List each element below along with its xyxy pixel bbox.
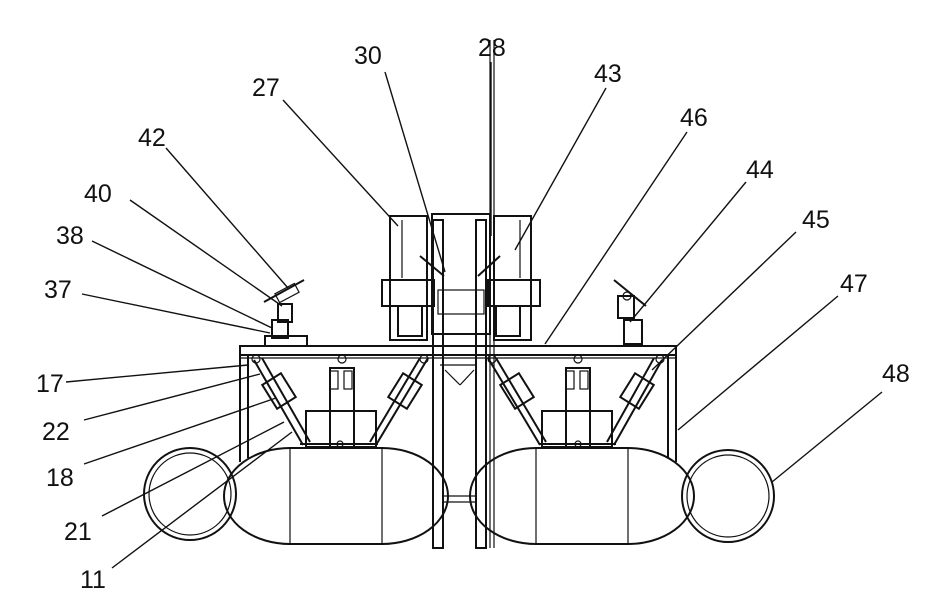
label-40: 40: [84, 180, 112, 208]
top-head-assembly: [382, 214, 540, 340]
leader-lines: [66, 62, 882, 568]
right-panel-mount: [614, 280, 646, 344]
label-46: 46: [680, 104, 708, 132]
top-frame: [240, 336, 676, 358]
right-tank: [470, 448, 694, 544]
central-mast: [433, 40, 494, 548]
label-45: 45: [802, 206, 830, 234]
left-tank: [224, 448, 448, 544]
label-48: 48: [882, 360, 910, 388]
left-panel-mount: [264, 280, 304, 338]
left-float-ring: [144, 448, 236, 540]
label-22: 22: [42, 418, 70, 446]
label-30: 30: [354, 42, 382, 70]
label-18: 18: [46, 464, 74, 492]
label-28: 28: [478, 34, 506, 62]
label-43: 43: [594, 60, 622, 88]
label-21: 21: [64, 518, 92, 546]
label-38: 38: [56, 222, 84, 250]
label-37: 37: [44, 276, 72, 304]
left-frame: [240, 346, 428, 462]
right-frame: [488, 346, 676, 462]
label-44: 44: [746, 156, 774, 184]
label-11: 11: [80, 566, 106, 594]
label-17: 17: [36, 370, 64, 398]
label-47: 47: [840, 270, 868, 298]
label-27: 27: [252, 74, 280, 102]
right-float-ring: [682, 450, 774, 542]
label-42: 42: [138, 124, 166, 152]
